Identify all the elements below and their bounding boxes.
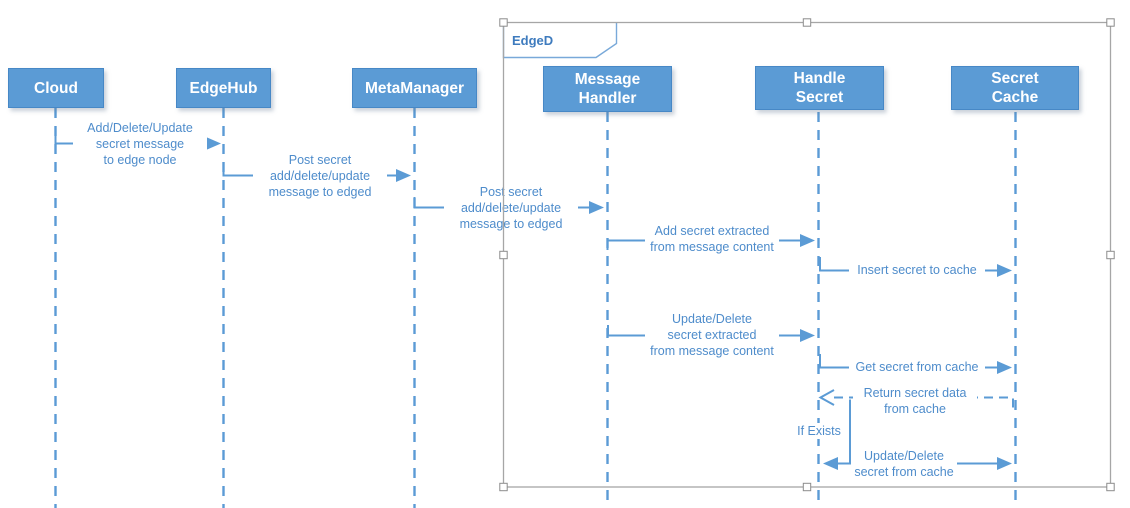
participant-label: Secret Cache (991, 70, 1039, 106)
message-label-7[interactable]: Return secret data from cache (853, 385, 977, 417)
participant-box-message-handler[interactable]: Message Handler (543, 66, 672, 112)
message-label-0[interactable]: Add/Delete/Update secret message to edge… (73, 120, 207, 168)
participant-label: Cloud (34, 79, 78, 97)
message-label-3[interactable]: Add secret extracted from message conten… (645, 223, 779, 255)
participant-label: EdgeHub (189, 79, 258, 97)
participant-box-handle-secret[interactable]: Handle Secret (755, 66, 884, 110)
participant-box-cloud[interactable]: Cloud (8, 68, 104, 108)
participant-box-edgehub[interactable]: EdgeHub (176, 68, 271, 108)
message-label-4[interactable]: Insert secret to cache (849, 262, 985, 278)
condition-label: If Exists (790, 423, 848, 439)
participant-label: MetaManager (364, 79, 465, 97)
message-label-5[interactable]: Update/Delete secret extracted from mess… (645, 311, 779, 359)
message-label-6[interactable]: Get secret from cache (849, 359, 985, 375)
frame-label: EdgeD (512, 33, 554, 48)
participant-box-secret-cache[interactable]: Secret Cache (951, 66, 1079, 110)
message-label-1[interactable]: Post secret add/delete/update message to… (253, 152, 387, 200)
participant-label: Handle Secret (793, 70, 846, 106)
participant-label: Message Handler (574, 71, 641, 107)
message-label-8[interactable]: Update/Delete secret from cache (854, 449, 954, 479)
participant-box-metamanager[interactable]: MetaManager (352, 68, 477, 108)
message-label-2[interactable]: Post secret add/delete/update message to… (444, 184, 578, 232)
